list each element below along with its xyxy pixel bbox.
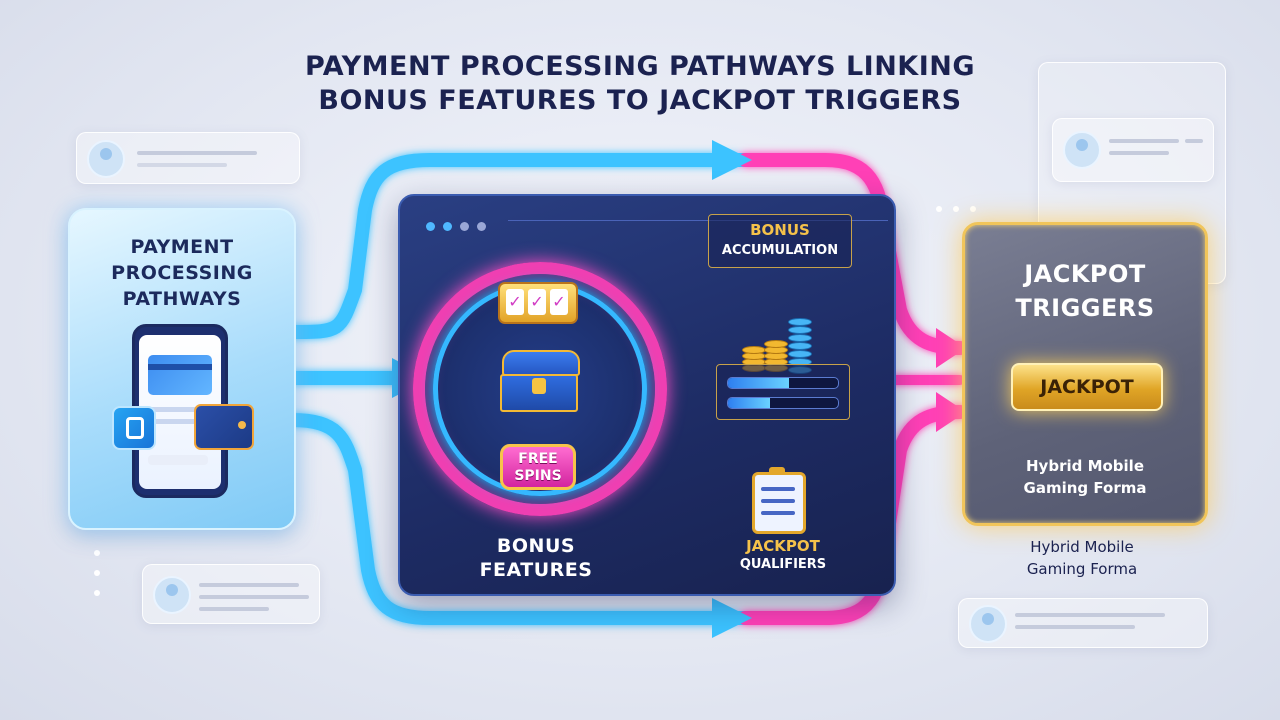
arrow-pink-jackpot-top <box>936 328 966 368</box>
ghost-card-top-right-inner <box>1052 118 1214 182</box>
jackpot-sub-line-2: Gaming Forma <box>1023 479 1147 497</box>
ghost-card-bottom-right <box>958 598 1208 648</box>
window-dots <box>426 216 494 235</box>
jackpot-title-line-2: TRIGGERS <box>1015 294 1155 322</box>
ghost-line <box>1015 625 1135 629</box>
bonus-accumulation-line-2: ACCUMULATION <box>721 243 839 258</box>
progress-box <box>716 364 850 420</box>
outer-caption-line-1: Hybrid Mobile <box>1030 538 1134 556</box>
arrow-pink-jackpot-bottom <box>936 392 966 432</box>
title-line-2: BONUS FEATURES TO JACKPOT TRIGGERS <box>318 85 962 116</box>
bonus-accumulation-line-1: BONUS <box>750 221 810 239</box>
bonus-accumulation-box: BONUS ACCUMULATION <box>708 214 852 268</box>
ghost-line <box>1109 139 1179 143</box>
jackpot-badge: JACKPOT <box>1011 363 1163 411</box>
clipboard-checklist-icon <box>752 467 806 534</box>
free-spins-line-2: SPINS <box>514 468 562 484</box>
outer-caption: Hybrid Mobile Gaming Forma <box>962 536 1202 580</box>
arrow-blue-top <box>712 140 752 180</box>
treasure-chest-icon <box>500 350 580 412</box>
ghost-line <box>199 595 309 599</box>
outer-caption-line-2: Gaming Forma <box>1026 560 1138 578</box>
avatar-icon <box>1063 131 1101 169</box>
slot-machine-icon: ✓✓✓ <box>498 282 578 324</box>
jackpot-sub-line-1: Hybrid Mobile <box>1026 457 1144 475</box>
bonus-features-label: BONUS FEATURES <box>436 534 636 582</box>
jackpot-triggers-title: JACKPOT TRIGGERS <box>965 257 1205 325</box>
panel-header-line <box>508 220 888 221</box>
left-title-line-2: PROCESSING <box>111 262 253 284</box>
blue-path-bottom <box>285 413 752 625</box>
jackpot-triggers-card: JACKPOT TRIGGERS JACKPOT Hybrid Mobile G… <box>962 222 1208 526</box>
ghost-dots-left <box>94 550 100 596</box>
payment-processing-title: PAYMENT PROCESSING PATHWAYS <box>70 234 294 312</box>
avatar-icon <box>153 576 191 614</box>
progress-bar-1 <box>727 377 839 389</box>
progress-bar-2 <box>727 397 839 409</box>
jackpot-qualifiers-box: JACKPOT QUALIFIERS <box>716 532 850 578</box>
avatar-icon <box>87 140 125 178</box>
ghost-line <box>199 583 299 587</box>
ghost-card-top-left <box>76 132 300 184</box>
jackpot-qualifiers-line-2: QUALIFIERS <box>739 557 827 572</box>
jackpot-card-subtitle: Hybrid Mobile Gaming Forma <box>965 455 1205 499</box>
progress-bar-1-fill <box>728 378 789 388</box>
ghost-line <box>199 607 269 611</box>
avatar-icon <box>969 605 1007 643</box>
jackpot-title-line-1: JACKPOT <box>1024 260 1146 288</box>
title-line-1: PAYMENT PROCESSING PATHWAYS LINKING <box>304 51 976 82</box>
progress-bar-2-fill <box>728 398 770 408</box>
bonus-features-line-2: FEATURES <box>479 559 593 581</box>
free-spins-line-1: FREE <box>518 451 558 467</box>
page-title: PAYMENT PROCESSING PATHWAYS LINKING BONU… <box>0 50 1280 118</box>
left-title-line-3: PATHWAYS <box>122 288 242 310</box>
ghost-line <box>1015 613 1165 617</box>
lock-icon <box>112 406 156 450</box>
wallet-icon <box>194 404 254 450</box>
ghost-line <box>1109 151 1169 155</box>
ghost-line <box>137 151 257 155</box>
ghost-line <box>1185 139 1203 143</box>
ghost-dots-right <box>936 197 977 216</box>
ghost-card-bottom-left <box>142 564 320 624</box>
blue-path-top <box>285 153 752 339</box>
free-spins-badge: FREE SPINS <box>500 444 576 490</box>
bonus-features-line-1: BONUS <box>496 535 576 557</box>
ghost-line <box>137 163 227 167</box>
credit-card-icon <box>148 355 212 395</box>
jackpot-qualifiers-line-1: JACKPOT <box>746 537 820 555</box>
payment-processing-card: PAYMENT PROCESSING PATHWAYS <box>68 208 296 530</box>
arrow-blue-bottom <box>712 598 752 638</box>
left-title-line-1: PAYMENT <box>130 236 234 258</box>
